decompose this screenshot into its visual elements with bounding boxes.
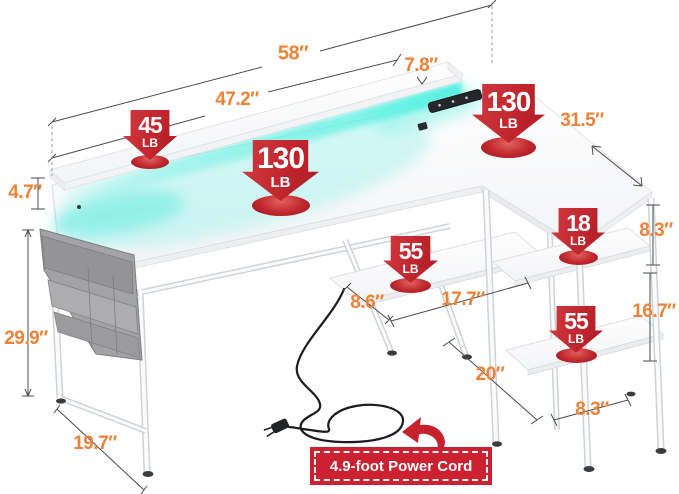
badge-shadow	[251, 195, 310, 216]
dim-label-wing-width: 20″	[475, 364, 505, 385]
curved-arrow-icon	[402, 417, 445, 453]
badge-value: 55	[398, 238, 424, 264]
weight-badge-bottom-shelf: 55 LB	[549, 306, 603, 369]
badge-value: 130	[256, 142, 305, 175]
extension-lines	[51, 6, 493, 176]
power-plug-icon	[263, 418, 290, 438]
down-arrow-icon: 130 LB	[242, 140, 319, 201]
power-cord-banner-label: 4.9-foot Power Cord	[329, 457, 473, 475]
dim-label-shelf-gap-mid: 16.7″	[632, 301, 676, 322]
down-arrow-icon: 45 LB	[123, 110, 177, 160]
badge-shadow	[131, 155, 169, 169]
weight-badge-main-desktop: 130 LB	[242, 140, 319, 224]
power-cord	[287, 287, 405, 444]
dim-label-top-gap: 7.8″	[404, 55, 438, 76]
down-arrow-icon: 55 LB	[549, 306, 603, 353]
led-controller-icon	[77, 205, 81, 209]
desk-feet	[56, 350, 667, 477]
badge-unit: LB	[142, 136, 158, 151]
dim-label-desk-height: 29.9″	[4, 328, 48, 349]
badge-value: 55	[564, 308, 589, 334]
weight-badge-top-shelf: 18 LB	[551, 208, 605, 270]
badge-unit: LB	[402, 262, 419, 277]
badge-value: 45	[138, 112, 163, 138]
dim-label-riser-width: 47.2″	[215, 89, 259, 110]
remote-icon	[417, 122, 428, 131]
badge-unit: LB	[570, 234, 586, 249]
dim-label-mid-shelf-depth: 8.6″	[350, 292, 384, 313]
badge-shadow	[558, 250, 598, 265]
badge-unit: LB	[270, 173, 291, 191]
dim-label-mid-shelf-width: 17.7″	[441, 289, 485, 310]
weight-badge-wing-desktop: 130 LB	[472, 84, 545, 168]
badge-value: 130	[486, 86, 532, 117]
dim-label-bottom-shelf-depth: 8.3″	[575, 399, 609, 420]
power-cord-banner: 4.9-foot Power Cord	[310, 447, 492, 485]
dim-label-total-width: 58″	[277, 42, 309, 65]
badge-value: 18	[566, 210, 591, 236]
power-strip-icon	[427, 89, 483, 113]
dim-label-riser-height: 4.7″	[8, 182, 42, 203]
dimension-lines	[22, 0, 660, 494]
down-arrow-icon: 55 LB	[383, 236, 438, 283]
dim-label-wing-length: 31.5″	[560, 110, 604, 131]
dim-label-desk-depth: 19.7″	[73, 433, 117, 454]
badge-unit: LB	[499, 115, 518, 132]
weight-badge-mid-shelf: 55 LB	[383, 236, 438, 298]
desk-frame	[51, 212, 560, 473]
down-arrow-icon: 130 LB	[472, 84, 545, 143]
badge-shadow	[481, 137, 536, 158]
down-arrow-icon: 18 LB	[551, 208, 605, 255]
dim-label-shelf-gap-top: 8.3″	[639, 220, 673, 241]
weight-badge-riser: 45 LB	[123, 110, 177, 176]
badge-unit: LB	[568, 332, 584, 347]
storage-bag	[39, 228, 143, 361]
badge-shadow	[555, 348, 597, 363]
badge-shadow	[390, 278, 431, 293]
